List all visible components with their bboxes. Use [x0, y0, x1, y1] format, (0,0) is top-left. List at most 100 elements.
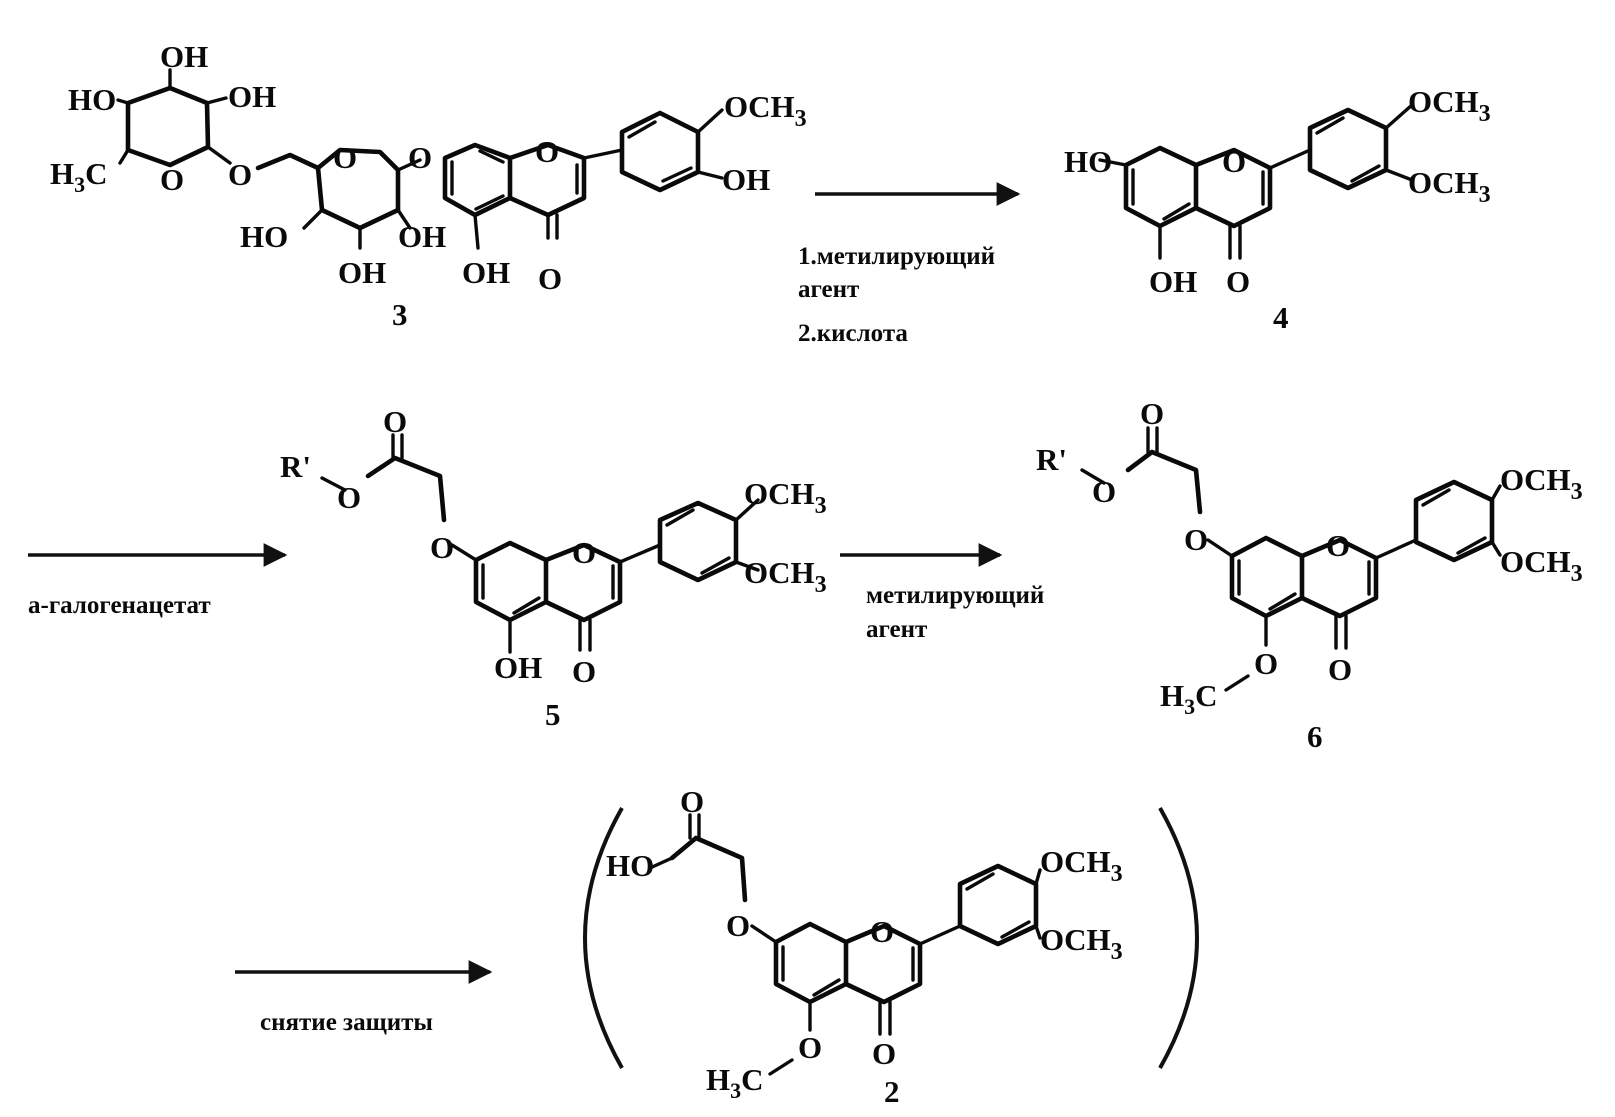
atom-label: 3	[730, 1078, 741, 1103]
atom-label: 3	[1111, 939, 1123, 965]
step3-line2: агент	[866, 616, 927, 643]
atom-label: OCH3	[1500, 462, 1583, 505]
atom-label: OCH3	[1040, 844, 1123, 887]
atom-label: OCH3	[1408, 84, 1491, 127]
atom-label: O	[870, 914, 894, 949]
atom-label: O	[1226, 264, 1250, 299]
atom-label: 3	[795, 106, 807, 132]
atom-label: OCH	[1408, 165, 1479, 200]
atom-label: HO	[240, 219, 288, 254]
atom-label: OCH	[1500, 462, 1571, 497]
compound-number-2: 2	[884, 1074, 900, 1109]
atom-label: O	[1222, 144, 1246, 179]
atom-label: O	[572, 654, 596, 689]
atom-label: HO	[68, 82, 116, 117]
atom-label: OCH	[744, 476, 815, 511]
atom-label: 3	[1111, 861, 1123, 887]
atom-label: OCH	[1500, 544, 1571, 579]
atom-label: C	[741, 1062, 763, 1097]
compound-6-structure	[1082, 428, 1500, 690]
atom-label: OH	[398, 219, 446, 254]
atom-label: R'	[1036, 442, 1067, 477]
compound-5-labels: R' O O O O OH O OCH3 OCH3 5	[280, 404, 827, 732]
step1-line2: агент	[798, 276, 859, 303]
compound-number-5: 5	[545, 697, 561, 732]
atom-label: O	[228, 157, 252, 192]
atom-label: O	[160, 162, 184, 197]
atom-label: OH	[462, 255, 510, 290]
atom-label: R'	[280, 449, 311, 484]
compound-3-labels: OH HO OH H3C O O O O HO OH OH OH O O OCH…	[50, 39, 807, 332]
atom-label: 3	[1479, 182, 1491, 208]
atom-label: O	[726, 908, 750, 943]
compound-2-labels: HO O O O O O H3C OCH3 OCH3 2	[606, 784, 1123, 1109]
atom-label: OCH3	[724, 89, 807, 132]
atom-label: OH	[1149, 264, 1197, 299]
right-parenthesis	[1160, 808, 1197, 1068]
atom-label: OH	[494, 650, 542, 685]
atom-label: O	[1092, 474, 1116, 509]
compound-4-structure	[1100, 105, 1412, 258]
atom-label: OH	[228, 79, 276, 114]
atom-label: OCH3	[744, 476, 827, 519]
atom-label: 3	[1184, 694, 1195, 719]
atom-label: OCH	[744, 555, 815, 590]
atom-label: OCH3	[1408, 165, 1491, 208]
left-parenthesis	[585, 808, 622, 1068]
atom-label: O	[430, 530, 454, 565]
atom-label: 3	[1571, 561, 1583, 587]
atom-label: H	[706, 1062, 730, 1097]
atom-label: OCH	[724, 89, 795, 124]
atom-label: OCH3	[1500, 544, 1583, 587]
atom-label: O	[383, 404, 407, 439]
atom-label: H3C	[706, 1062, 764, 1103]
atom-label: H	[1160, 678, 1184, 713]
compound-5-structure	[322, 435, 758, 652]
compound-number-4: 4	[1273, 300, 1289, 335]
step4-label: снятие защиты	[260, 1009, 433, 1036]
step1-line3: 2.кислота	[798, 320, 908, 347]
atom-label: O	[1140, 396, 1164, 431]
atom-label: OCH	[1040, 922, 1111, 957]
atom-label: 3	[815, 493, 827, 519]
atom-label: OH	[722, 162, 770, 197]
step1-line1: 1.метилирующий	[798, 243, 995, 270]
atom-label: O	[337, 480, 361, 515]
atom-label: OCH	[1040, 844, 1111, 879]
atom-label: HO	[606, 848, 654, 883]
atom-label: 3	[74, 172, 85, 197]
step3-line1: метилирующий	[866, 582, 1044, 609]
atom-label: O	[333, 140, 357, 175]
atom-label: OCH3	[1040, 922, 1123, 965]
atom-label: H	[50, 156, 74, 191]
atom-label: OH	[338, 255, 386, 290]
atom-label: H3C	[1160, 678, 1218, 719]
compound-6-labels: R' O O O O O O H3C OCH3 OCH3 6	[1036, 396, 1583, 754]
atom-label: 3	[815, 572, 827, 598]
atom-label: O	[538, 261, 562, 296]
atom-label: O	[1326, 528, 1350, 563]
atom-label: HO	[1064, 144, 1112, 179]
atom-label: OCH	[1408, 84, 1479, 119]
atom-label: 3	[1479, 101, 1491, 127]
atom-label: O	[1184, 522, 1208, 557]
compound-2-structure	[650, 815, 1040, 1074]
atom-label: O	[1328, 652, 1352, 687]
atom-label: O	[1254, 646, 1278, 681]
atom-label: H3C	[50, 156, 108, 197]
step2-label: a-галогенацетат	[28, 592, 211, 619]
atom-label: O	[680, 784, 704, 819]
compound-number-6: 6	[1307, 719, 1323, 754]
atom-label: C	[85, 156, 107, 191]
atom-label: OCH3	[744, 555, 827, 598]
atom-label: O	[535, 134, 559, 169]
atom-label: O	[798, 1030, 822, 1065]
atom-label: O	[572, 535, 596, 570]
compound-number-3: 3	[392, 297, 408, 332]
atom-label: 3	[1571, 479, 1583, 505]
atom-label: O	[872, 1036, 896, 1071]
atom-label: O	[408, 140, 432, 175]
atom-label: OH	[160, 39, 208, 74]
atom-label: C	[1195, 678, 1217, 713]
